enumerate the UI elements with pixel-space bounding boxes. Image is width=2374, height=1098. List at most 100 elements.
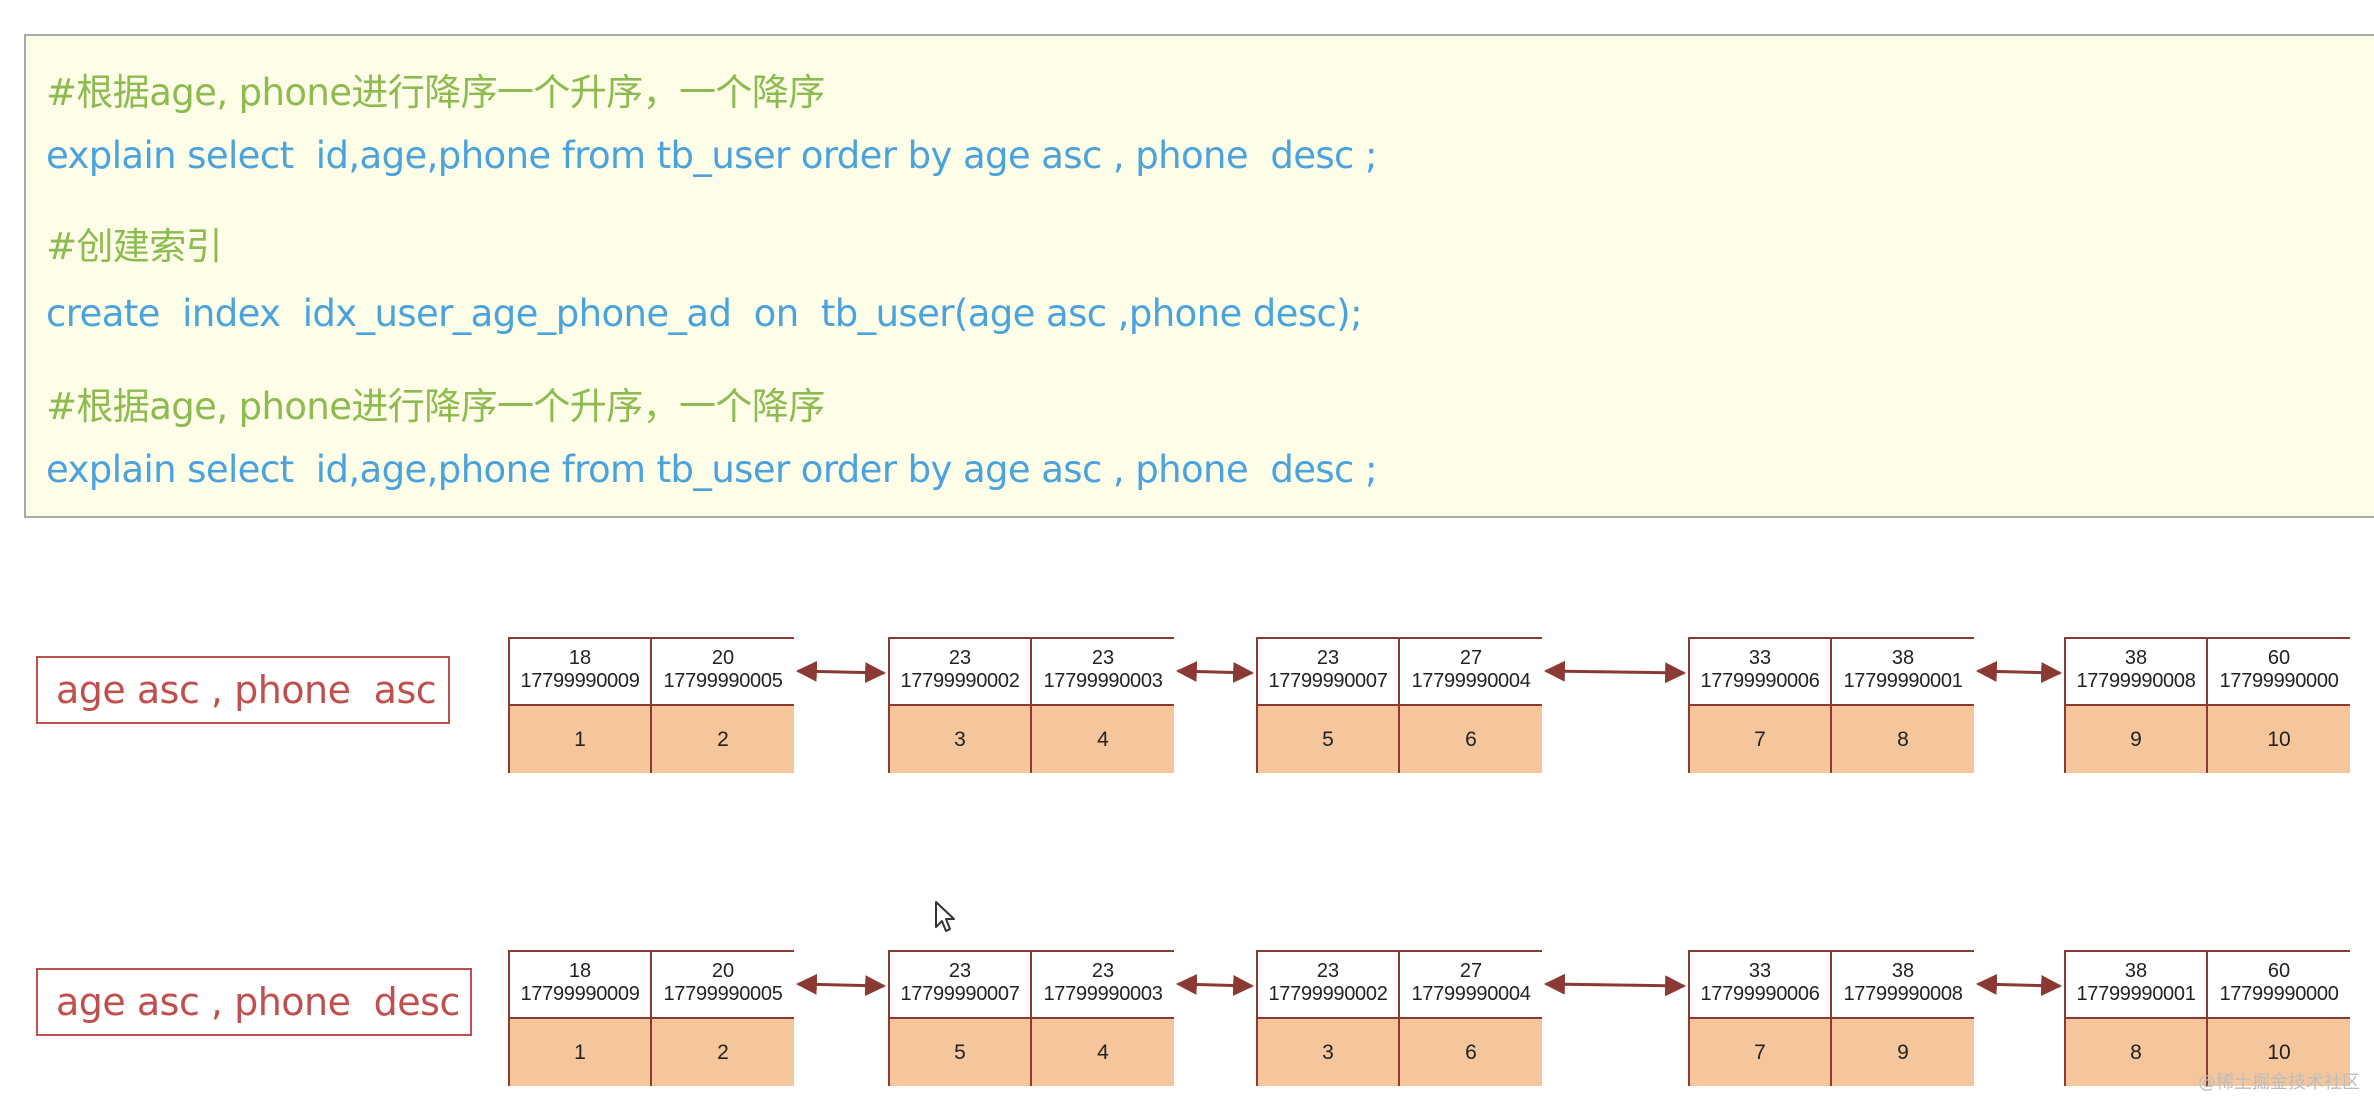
age-value: 23 bbox=[1091, 960, 1115, 982]
row-label-asc-asc: age asc , phone asc bbox=[36, 656, 450, 724]
leaf-link-arrow bbox=[795, 660, 887, 684]
sql-line-3: explain select id,age,phone from tb_user… bbox=[46, 448, 1377, 491]
leaf-link-arrow bbox=[1543, 973, 1687, 997]
primary-key-cell: 2 bbox=[652, 706, 794, 773]
sql-line-2: create index idx_user_age_phone_ad on tb… bbox=[46, 292, 1363, 335]
age-value: 18 bbox=[568, 960, 592, 982]
primary-key-cell: 9 bbox=[1832, 1019, 1974, 1086]
age-value: 27 bbox=[1459, 960, 1483, 982]
primary-key-cell: 10 bbox=[2208, 1019, 2350, 1086]
primary-key-cell: 3 bbox=[890, 706, 1032, 773]
watermark: @稀土掘金技术社区 bbox=[2198, 1072, 2360, 1093]
phone-value: 17799990000 bbox=[2219, 983, 2339, 1005]
phone-value: 17799990008 bbox=[1843, 983, 1963, 1005]
primary-key-cell: 6 bbox=[1400, 1019, 1542, 1086]
age-value: 20 bbox=[711, 647, 735, 669]
phone-value: 17799990004 bbox=[1411, 983, 1531, 1005]
primary-key-cell: 4 bbox=[1032, 1019, 1174, 1086]
phone-value: 17799990000 bbox=[2219, 670, 2339, 692]
age-value: 20 bbox=[711, 960, 735, 982]
age-value: 60 bbox=[2267, 960, 2291, 982]
phone-value: 17799990006 bbox=[1700, 670, 1820, 692]
phone-value: 17799990008 bbox=[2076, 670, 2196, 692]
primary-key-cell: 8 bbox=[1832, 706, 1974, 773]
phone-value: 17799990003 bbox=[1043, 983, 1163, 1005]
age-value: 18 bbox=[568, 647, 592, 669]
sql-line-1: explain select id,age,phone from tb_user… bbox=[46, 134, 1377, 177]
comment-line-2: #创建索引 bbox=[46, 225, 223, 268]
leaf-link-arrow bbox=[1975, 660, 2063, 684]
primary-key-cell: 4 bbox=[1032, 706, 1174, 773]
age-value: 23 bbox=[1091, 647, 1115, 669]
leaf-link-arrow bbox=[1975, 973, 2063, 997]
top-edge bbox=[0, 0, 2374, 6]
primary-key-cell: 9 bbox=[2066, 706, 2208, 773]
phone-value: 17799990002 bbox=[900, 670, 1020, 692]
comment-line-3: #根据age, phone进行降序一个升序，一个降序 bbox=[46, 385, 825, 428]
phone-value: 17799990001 bbox=[1843, 670, 1963, 692]
primary-key-cell: 3 bbox=[1258, 1019, 1400, 1086]
age-value: 38 bbox=[2124, 647, 2148, 669]
row-label-asc-desc: age asc , phone desc bbox=[36, 968, 472, 1036]
primary-key-cell: 8 bbox=[2066, 1019, 2208, 1086]
sql-code-box: #根据age, phone进行降序一个升序，一个降序 explain selec… bbox=[24, 34, 2374, 518]
primary-key-cell: 1 bbox=[510, 1019, 652, 1086]
primary-key-cell: 2 bbox=[652, 1019, 794, 1086]
leaf-link-arrow bbox=[1543, 660, 1687, 684]
age-value: 38 bbox=[2124, 960, 2148, 982]
comment-line-1: #根据age, phone进行降序一个升序，一个降序 bbox=[46, 71, 825, 114]
phone-value: 17799990009 bbox=[520, 983, 640, 1005]
age-value: 38 bbox=[1891, 960, 1915, 982]
mouse-pointer-icon bbox=[935, 901, 955, 932]
primary-key-cell: 6 bbox=[1400, 706, 1542, 773]
age-value: 23 bbox=[1316, 647, 1340, 669]
primary-key-cell: 7 bbox=[1690, 1019, 1832, 1086]
phone-value: 17799990007 bbox=[900, 983, 1020, 1005]
phone-value: 17799990004 bbox=[1411, 670, 1531, 692]
age-value: 23 bbox=[948, 960, 972, 982]
phone-value: 17799990003 bbox=[1043, 670, 1163, 692]
leaf-link-arrow bbox=[795, 973, 887, 997]
phone-value: 17799990002 bbox=[1268, 983, 1388, 1005]
primary-key-cell: 5 bbox=[890, 1019, 1032, 1086]
age-value: 60 bbox=[2267, 647, 2291, 669]
age-value: 23 bbox=[948, 647, 972, 669]
phone-value: 17799990009 bbox=[520, 670, 640, 692]
primary-key-cell: 10 bbox=[2208, 706, 2350, 773]
phone-value: 17799990005 bbox=[663, 670, 783, 692]
primary-key-cell: 5 bbox=[1258, 706, 1400, 773]
primary-key-cell: 7 bbox=[1690, 706, 1832, 773]
age-value: 33 bbox=[1748, 960, 1772, 982]
age-value: 38 bbox=[1891, 647, 1915, 669]
primary-key-cell: 1 bbox=[510, 706, 652, 773]
